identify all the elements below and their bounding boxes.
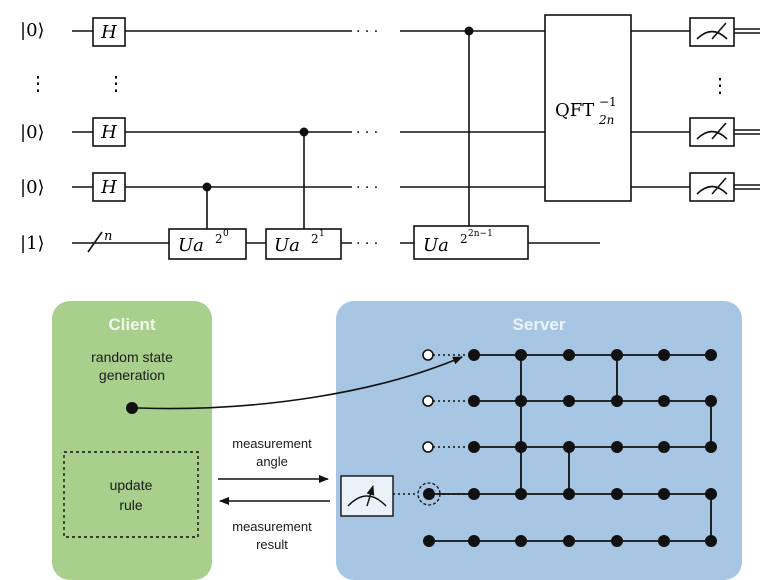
vdots-measure: ⋮	[710, 73, 730, 97]
control-lines	[206, 31, 470, 229]
svg-text:2: 2	[311, 232, 319, 246]
svg-text:Ua: Ua	[274, 235, 300, 256]
open-qubit	[422, 349, 434, 361]
state-transfer-arrow	[137, 356, 463, 410]
register-slash	[87, 231, 103, 253]
angle-label-line1: measurement	[232, 436, 312, 451]
qubit	[611, 535, 623, 547]
hadamard-gate: H	[92, 117, 126, 147]
hdots-wire-3: · · ·	[356, 180, 378, 196]
result-label-line1: measurement	[232, 519, 312, 534]
measurement-meter	[689, 117, 760, 147]
controlled-ua-gate-2-2n-1: Ua 2 2n−1	[413, 225, 529, 260]
server-title: Server	[513, 315, 566, 334]
svg-text:2: 2	[215, 232, 223, 246]
qubit	[705, 488, 717, 500]
svg-text:2n−1: 2n−1	[468, 229, 493, 239]
qubit	[423, 488, 435, 500]
qubit	[515, 349, 527, 361]
svg-text:0: 0	[223, 229, 229, 239]
svg-text:Ua: Ua	[178, 235, 204, 256]
inverse-qft-block: QFT −1 2n	[544, 14, 632, 202]
qubit	[658, 535, 670, 547]
qubit	[658, 441, 670, 453]
svg-text:H: H	[100, 22, 117, 43]
svg-text:2n: 2n	[598, 113, 614, 127]
svg-text:2: 2	[460, 232, 468, 246]
qubit	[705, 535, 717, 547]
update-rule-label-line2: rule	[119, 497, 143, 513]
svg-text:QFT: QFT	[555, 100, 594, 121]
client-panel	[52, 301, 212, 580]
qubit	[658, 395, 670, 407]
random-state-label-line2: generation	[99, 367, 165, 383]
qubit	[468, 395, 480, 407]
update-rule-label-line1: update	[110, 477, 153, 493]
qubit	[611, 488, 623, 500]
qubit	[705, 441, 717, 453]
qubit	[468, 488, 480, 500]
ket-0-label-mid: |0⟩	[20, 122, 45, 143]
svg-text:−1: −1	[599, 95, 617, 109]
measurement-meter	[689, 172, 760, 202]
server-panel	[336, 301, 742, 580]
qubit	[611, 349, 623, 361]
control-dot	[464, 26, 474, 36]
hdots-wire-4: · · ·	[356, 236, 378, 252]
server-measurement-meter	[340, 475, 394, 517]
qubit	[563, 535, 575, 547]
qubit	[468, 349, 480, 361]
random-state-label-line1: random state	[91, 349, 173, 365]
qubit	[515, 488, 527, 500]
qubit	[563, 395, 575, 407]
qubit	[468, 441, 480, 453]
phase-estimation-circuit: |0⟩ |0⟩ |0⟩ |1⟩ ⋮ ⋮ ⋮ · · · · · · · · · …	[20, 14, 760, 260]
qubit	[563, 349, 575, 361]
update-rule-box	[63, 451, 199, 538]
open-input-qubits	[422, 349, 434, 453]
client-title: Client	[108, 315, 156, 334]
vdots-hadamard: ⋮	[106, 71, 126, 95]
measurement-meter	[689, 17, 760, 47]
qubit	[658, 349, 670, 361]
register-size-label: n	[104, 229, 112, 244]
qubit	[515, 441, 527, 453]
svg-text:H: H	[100, 122, 117, 143]
qubit	[515, 395, 527, 407]
qubit	[705, 349, 717, 361]
qubit	[705, 395, 717, 407]
qubit	[563, 488, 575, 500]
angle-label-line2: angle	[256, 454, 288, 469]
svg-text:Ua: Ua	[423, 235, 449, 256]
vdots-left: ⋮	[28, 71, 48, 95]
control-dot	[202, 182, 212, 192]
client-server-diagram: Client random state generation update ru…	[52, 301, 742, 580]
qubit	[611, 395, 623, 407]
controlled-ua-gate-2-1: Ua 2 1	[265, 228, 342, 260]
qubit	[468, 535, 480, 547]
qubit	[563, 441, 575, 453]
qubit	[515, 535, 527, 547]
svg-text:H: H	[100, 177, 117, 198]
qubit	[658, 488, 670, 500]
result-label-line2: result	[256, 537, 288, 552]
hdots-wire-2: · · ·	[356, 125, 378, 141]
cluster-qubits	[423, 349, 717, 547]
qubit	[611, 441, 623, 453]
control-dot	[299, 127, 309, 137]
hdots-wire-1: · · ·	[356, 24, 378, 40]
open-qubit	[422, 441, 434, 453]
qubit	[423, 535, 435, 547]
ket-1-label: |1⟩	[20, 233, 45, 254]
ket-0-label-top: |0⟩	[20, 20, 45, 41]
ket-0-label-low: |0⟩	[20, 177, 45, 198]
open-qubit	[422, 395, 434, 407]
controlled-ua-gate-2-0: Ua 2 0	[168, 228, 247, 260]
client-state-dot	[126, 402, 138, 414]
svg-text:1: 1	[319, 229, 325, 239]
hadamard-gate: H	[92, 17, 126, 47]
hadamard-gate: H	[92, 172, 126, 202]
